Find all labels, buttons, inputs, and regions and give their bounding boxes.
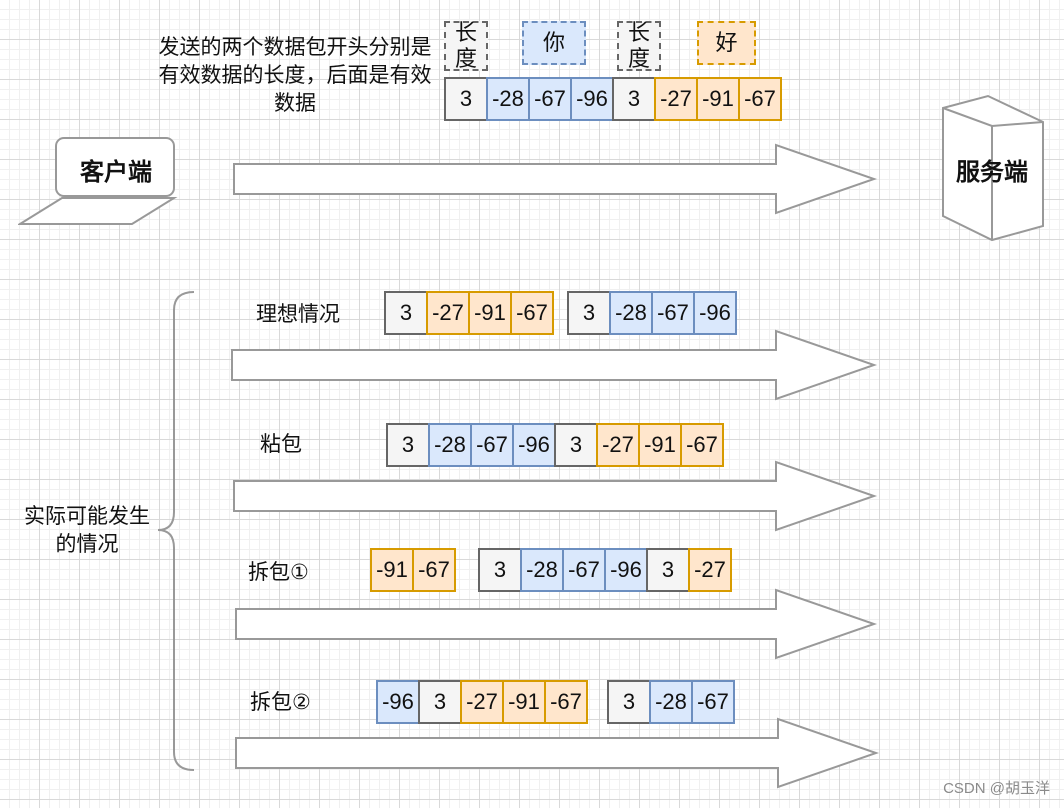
- case-ideal-packet-a: 3-27-91-67: [384, 291, 554, 335]
- description-text: 发送的两个数据包开头分别是有效数据的长度，后面是有效数据: [158, 36, 432, 115]
- legend-ni-tag: 你: [522, 21, 586, 65]
- packet-cell: -67: [651, 291, 695, 335]
- cases-label: 实际可能发生的情况: [24, 505, 150, 556]
- packet-cell: -28: [520, 548, 564, 592]
- packet-cell: -91: [502, 680, 546, 724]
- packet-cell: -67: [680, 423, 724, 467]
- packet-cell: 3: [386, 423, 430, 467]
- packet-cell: -28: [649, 680, 693, 724]
- packet-cell: -91: [468, 291, 512, 335]
- case-split1-label: 拆包①: [248, 561, 309, 584]
- packet-cell: -27: [426, 291, 470, 335]
- case-sticky-label: 粘包: [260, 433, 302, 456]
- watermark: CSDN @胡玉洋: [943, 780, 1050, 797]
- packet-cell: 3: [418, 680, 462, 724]
- legend-length-tag-2: 长度: [617, 20, 661, 71]
- case-split1-packet-a: -91-67: [370, 548, 456, 592]
- transmit-arrow: [233, 143, 878, 215]
- packet-cell: -27: [596, 423, 640, 467]
- case-split2-arrow: [235, 717, 880, 789]
- packet-cell: -96: [376, 680, 420, 724]
- case-ideal-label: 理想情况: [256, 303, 340, 326]
- server-icon: [942, 94, 1044, 242]
- case-sticky-arrow: [233, 460, 878, 532]
- packet-cell: -91: [638, 423, 682, 467]
- case-ideal-packet-b: 3-28-67-96: [567, 291, 737, 335]
- packet-cell: 3: [478, 548, 522, 592]
- case-ideal-arrow: [231, 329, 878, 401]
- packet-cell: -67: [510, 291, 554, 335]
- packet-cell: -67: [528, 77, 572, 121]
- server-label: 服务端: [956, 159, 1028, 186]
- packet-cell: -67: [691, 680, 735, 724]
- packet-cell: 3: [607, 680, 651, 724]
- packet-cell: -91: [370, 548, 414, 592]
- case-split2-packet-b: 3-28-67: [607, 680, 735, 724]
- legend-length-tag-1: 长度: [444, 20, 488, 71]
- packet-cell: -28: [486, 77, 530, 121]
- packet-cell: -67: [562, 548, 606, 592]
- packet-cell: -67: [544, 680, 588, 724]
- packet-cell: 3: [444, 77, 488, 121]
- packet-cell: -27: [654, 77, 698, 121]
- packet-cell: -67: [738, 77, 782, 121]
- packet-cell: -27: [688, 548, 732, 592]
- packet-cell: -96: [570, 77, 614, 121]
- case-split2-label: 拆包②: [250, 691, 311, 714]
- laptop-icon: [18, 137, 178, 225]
- packet-cell: -96: [604, 548, 648, 592]
- case-split1-arrow: [235, 588, 878, 660]
- packet-cell: -91: [696, 77, 740, 121]
- cases-brace: [157, 291, 195, 771]
- packet-cell: -28: [609, 291, 653, 335]
- client-label: 客户端: [80, 159, 152, 186]
- packet-cell: -67: [412, 548, 456, 592]
- packet-cell: -28: [428, 423, 472, 467]
- packet-cell: 3: [612, 77, 656, 121]
- packet-cell: 3: [567, 291, 611, 335]
- legend-hao-tag: 好: [697, 21, 756, 65]
- packet-cell: 3: [646, 548, 690, 592]
- packet-cell: -96: [693, 291, 737, 335]
- packet-cell: -27: [460, 680, 504, 724]
